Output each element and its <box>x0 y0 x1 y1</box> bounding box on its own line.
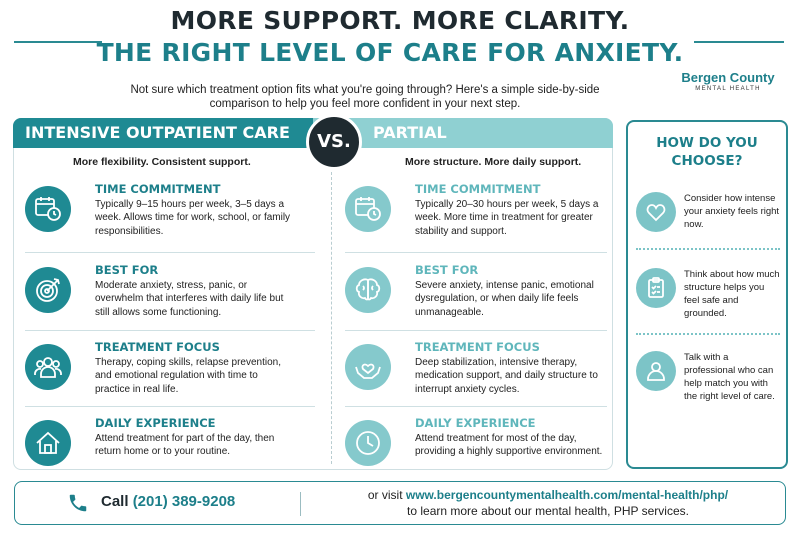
page-title-line1: MORE SUPPORT. MORE CLARITY. <box>170 6 630 35</box>
iop-header: INTENSIVE OUTPATIENT CARE <box>13 118 313 148</box>
step-divider <box>636 248 780 250</box>
header-rule-right <box>694 41 784 43</box>
visit-text: or visit www.bergencountymentalhealth.co… <box>333 487 763 519</box>
section-heading: BEST FOR <box>415 263 479 277</box>
group-icon <box>25 344 71 390</box>
website-link[interactable]: www.bergencountymentalhealth.com/mental-… <box>405 488 729 502</box>
row-divider <box>25 252 315 253</box>
target-icon <box>25 267 71 313</box>
call-label: Call <box>101 493 129 510</box>
vs-badge: VS. <box>306 114 362 170</box>
section-text: Deep stabilization, intensive therapy, m… <box>415 357 598 395</box>
choose-title: HOW DO YOU CHOOSE? <box>628 134 786 170</box>
header-rule-left <box>14 41 102 43</box>
iop-daily-experience: DAILY EXPERIENCE Attend treatment for pa… <box>13 416 313 486</box>
hands-heart-icon <box>345 344 391 390</box>
clock-icon <box>345 420 391 466</box>
section-text: Attend treatment for most of the day, pr… <box>415 433 603 458</box>
section-heading: BEST FOR <box>95 263 159 277</box>
php-treatment-focus: TREATMENT FOCUS Deep stabilization, inte… <box>333 340 613 410</box>
php-best-for: BEST FOR Severe anxiety, intense panic, … <box>333 263 613 333</box>
php-time-commitment: TIME COMMITMENT Typically 20–30 hours pe… <box>333 182 613 252</box>
phone-number[interactable]: (201) 389-9208 <box>132 493 236 510</box>
heart-icon <box>636 192 676 232</box>
step-text: Consider how intense your anxiety feels … <box>684 193 780 230</box>
step-text: Talk with a professional who can help ma… <box>684 352 775 402</box>
step-divider <box>636 333 780 335</box>
section-text: Severe anxiety, intense panic, emotional… <box>415 280 594 318</box>
brand-logo: Bergen County MENTAL HEALTH <box>668 70 788 92</box>
iop-best-for: BEST FOR Moderate anxiety, stress, panic… <box>13 263 313 333</box>
brand-name: Bergen County <box>681 70 775 85</box>
visit-suffix: to learn more about our mental health, P… <box>407 504 689 518</box>
section-heading: DAILY EXPERIENCE <box>415 416 536 430</box>
brain-icon <box>345 267 391 313</box>
footer-separator <box>300 492 301 516</box>
calendar-clock-icon <box>25 186 71 232</box>
column-divider <box>331 172 332 464</box>
call-link[interactable]: Call (201) 389-9208 <box>101 493 235 510</box>
contact-footer: Call (201) 389-9208 or visit www.bergenc… <box>14 481 786 525</box>
house-icon <box>25 420 71 466</box>
php-tagline: More structure. More daily support. <box>405 156 582 168</box>
visit-prefix: or visit <box>367 488 403 502</box>
choose-title-line2: CHOOSE? <box>671 153 743 169</box>
phone-icon[interactable] <box>67 492 89 514</box>
section-text: Typically 20–30 hours per week, 5 days a… <box>415 199 599 237</box>
section-heading: TREATMENT FOCUS <box>415 340 540 354</box>
choose-title-line1: HOW DO YOU <box>656 135 758 151</box>
section-text: Attend treatment for part of the day, th… <box>95 433 275 458</box>
clipboard-icon <box>636 268 676 308</box>
person-icon <box>636 351 676 391</box>
step-text: Think about how much structure helps you… <box>684 269 780 319</box>
choose-step-1: Consider how intense your anxiety feels … <box>636 192 784 242</box>
iop-treatment-focus: TREATMENT FOCUS Therapy, coping skills, … <box>13 340 313 410</box>
row-divider <box>25 406 315 407</box>
iop-tagline: More flexibility. Consistent support. <box>73 156 251 168</box>
choose-step-3: Talk with a professional who can help ma… <box>636 351 784 407</box>
row-divider <box>345 330 607 331</box>
row-divider <box>25 330 315 331</box>
iop-time-commitment: TIME COMMITMENT Typically 9–15 hours per… <box>13 182 313 252</box>
section-heading: TREATMENT FOCUS <box>95 340 220 354</box>
calendar-clock-icon <box>345 186 391 232</box>
page-title-line2: THE RIGHT LEVEL OF CARE FOR ANXIETY. <box>96 38 684 67</box>
row-divider <box>345 406 607 407</box>
php-header: PARTIAL HOSPITALIZATION <box>313 118 613 172</box>
php-daily-experience: DAILY EXPERIENCE Attend treatment for mo… <box>333 416 613 486</box>
section-text: Moderate anxiety, stress, panic, or over… <box>95 280 284 318</box>
choose-step-2: Think about how much structure helps you… <box>636 268 784 324</box>
page-subtitle: Not sure which treatment option fits wha… <box>130 84 600 110</box>
section-heading: TIME COMMITMENT <box>415 182 541 196</box>
how-to-choose-panel: HOW DO YOU CHOOSE? Consider how intense … <box>626 120 788 469</box>
row-divider <box>345 252 607 253</box>
section-text: Therapy, coping skills, relapse preventi… <box>95 357 282 395</box>
section-heading: TIME COMMITMENT <box>95 182 221 196</box>
brand-tagline: MENTAL HEALTH <box>695 86 761 92</box>
section-text: Typically 9–15 hours per week, 3–5 days … <box>95 199 291 237</box>
section-heading: DAILY EXPERIENCE <box>95 416 216 430</box>
